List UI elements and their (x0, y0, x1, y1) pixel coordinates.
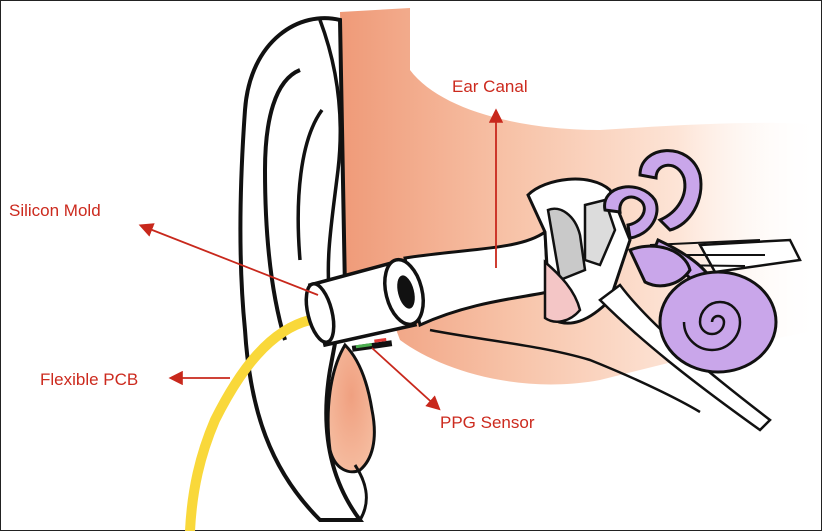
earlobe-notch (355, 465, 366, 520)
tragus (328, 345, 374, 472)
ear-canal-label: Ear Canal (452, 78, 528, 95)
ppg-sensor-arrow (372, 348, 438, 408)
cochlea (660, 272, 776, 372)
flexible-pcb-label: Flexible PCB (40, 371, 138, 388)
ppg-sensor[interactable] (352, 338, 392, 352)
ppg-sensor-label: PPG Sensor (440, 414, 535, 431)
silicon-mold-label: Silicon Mold (9, 202, 101, 219)
